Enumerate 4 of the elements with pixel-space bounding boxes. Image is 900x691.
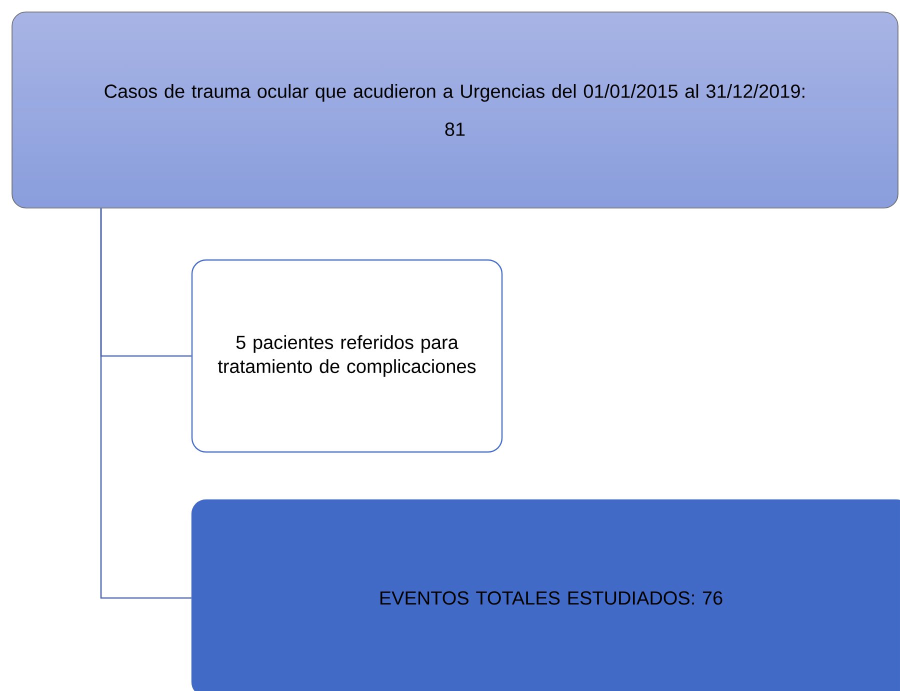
process-box: 5 pacientes referidos para tratamiento de complicaciones xyxy=(191,259,503,453)
connector-line xyxy=(100,208,192,599)
process-box: Casos de trauma ocular que acudieron a Urgencias del 01/01/2015 al 31/12/2019: 81 xyxy=(12,12,898,208)
result-box: EVENTOS TOTALES ESTUDIADOS: 76 xyxy=(191,499,900,691)
